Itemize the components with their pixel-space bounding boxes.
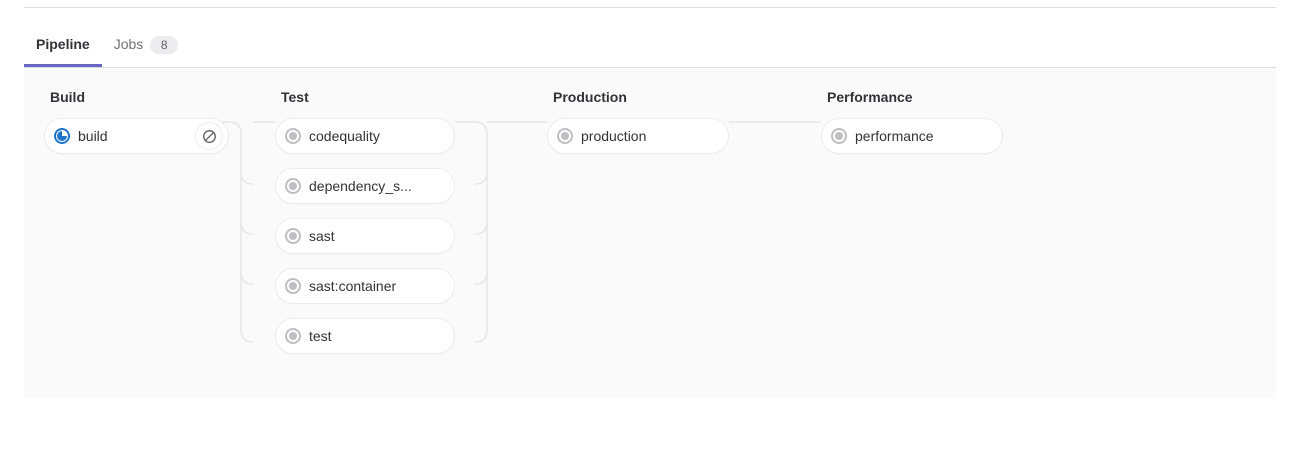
job-sast-label: sast	[309, 228, 335, 244]
top-divider	[24, 7, 1276, 8]
job-codequality[interactable]: codequality	[275, 118, 455, 154]
job-build[interactable]: build	[44, 118, 229, 154]
tab-active-underline	[24, 64, 102, 67]
status-created-icon	[285, 278, 301, 294]
status-created-icon	[285, 328, 301, 344]
pipeline-graph-panel: Build build Test codequality dependency_…	[24, 68, 1276, 398]
stage-production-title: Production	[553, 89, 627, 105]
stage-performance: Performance performance	[821, 88, 1003, 168]
job-production-label: production	[581, 128, 647, 144]
status-created-icon	[831, 128, 847, 144]
status-created-icon	[285, 228, 301, 244]
job-sast[interactable]: sast	[275, 218, 455, 254]
job-dependency-scanning-label: dependency_s...	[309, 178, 412, 194]
tab-pipeline[interactable]: Pipeline	[24, 22, 102, 67]
job-sast-container[interactable]: sast:container	[275, 268, 455, 304]
cancel-icon[interactable]	[195, 122, 223, 150]
job-performance[interactable]: performance	[821, 118, 1003, 154]
pipeline-tab-bar: Pipeline Jobs 8	[24, 22, 1276, 68]
job-performance-label: performance	[855, 128, 934, 144]
job-build-label: build	[78, 128, 108, 144]
job-dependency-scanning[interactable]: dependency_s...	[275, 168, 455, 204]
stage-build-title: Build	[50, 89, 85, 105]
status-created-icon	[285, 128, 301, 144]
stage-production: Production production	[547, 88, 729, 168]
stage-test: Test codequality dependency_s... sast sa…	[275, 88, 455, 368]
status-created-icon	[285, 178, 301, 194]
tab-pipeline-label: Pipeline	[36, 36, 90, 52]
job-codequality-label: codequality	[309, 128, 380, 144]
stage-build: Build build	[44, 88, 229, 168]
status-running-icon	[54, 128, 70, 144]
stage-test-title: Test	[281, 89, 309, 105]
tab-jobs[interactable]: Jobs 8	[102, 22, 191, 67]
tab-jobs-label: Jobs	[113, 36, 144, 52]
job-test[interactable]: test	[275, 318, 455, 354]
job-test-label: test	[309, 328, 332, 344]
stage-performance-title: Performance	[827, 89, 913, 105]
status-created-icon	[557, 128, 573, 144]
job-sast-container-label: sast:container	[309, 278, 397, 294]
tab-jobs-count-badge: 8	[150, 35, 179, 54]
job-production[interactable]: production	[547, 118, 729, 154]
